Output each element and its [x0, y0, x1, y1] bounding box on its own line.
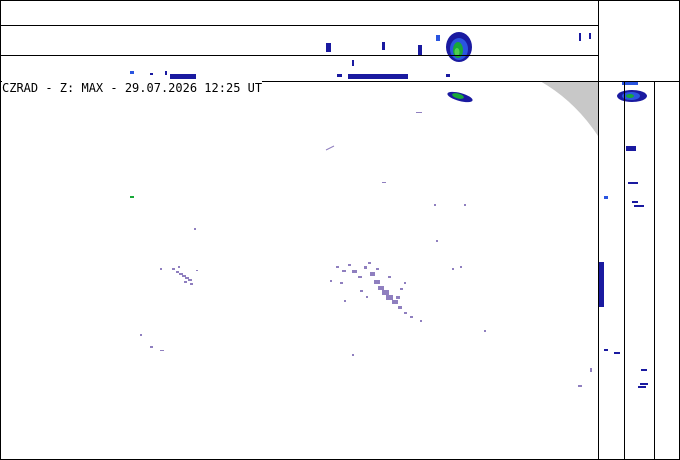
echo-cluster-west [160, 266, 198, 285]
map-echoes [130, 91, 592, 387]
out-of-range-area [540, 81, 598, 136]
side-projection-panel [598, 81, 680, 460]
map-panel [0, 81, 598, 460]
top-projection-echoes [130, 32, 591, 79]
product-title: CZRAD - Z: MAX - 29.07.2026 12:25 UT [2, 81, 263, 95]
top-projection-panel [0, 0, 598, 81]
echo-cluster-central [140, 262, 592, 387]
